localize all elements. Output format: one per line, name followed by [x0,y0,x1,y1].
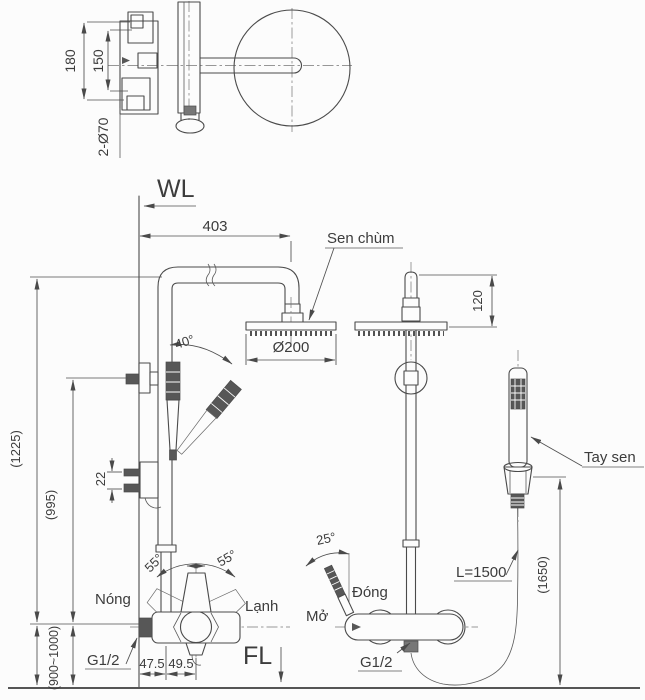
mixer-body-top [119,20,159,115]
close-label: Đóng [352,584,388,601]
cold-handle-top [121,77,151,111]
dim-22: 22 [93,472,108,486]
wall-flange [394,361,428,395]
arm-top [199,57,302,74]
pipe-joint [402,539,420,548]
column-nut [183,105,197,116]
inlet-pipe-bottom [123,483,141,493]
handle-front [180,572,212,613]
flow-marker [122,57,130,64]
head-nut [284,303,301,314]
hose-connector [510,493,525,509]
mixer-front: 55° 55° Nóng Lạnh G1/2 [85,547,290,670]
shower-hose [410,507,519,686]
break-symbol [205,263,217,287]
wall-anchor [125,373,140,385]
front-view: WL FL 403 Ø200 [8,175,640,690]
angle-25: 25° [315,529,337,548]
dim-2-d70: 2-Ø70 [95,117,111,156]
angle-55-left: 55° [142,551,167,576]
dim-47-5: 47.5 [139,656,164,671]
column-top [177,1,201,114]
hand-shower-front-tilted [176,379,242,455]
hand-shower-front [165,361,242,461]
thread-label-front: G1/2 [87,652,120,669]
hand-shower-side [503,350,533,522]
escutcheon [175,118,205,134]
pole-joint [155,544,177,553]
pipe-nut-2 [401,306,421,322]
hot-label: Nóng [95,591,131,608]
hot-handle-top [127,11,154,44]
dim-403: 403 [202,218,227,235]
top-view: 180 150 2-Ø70 [62,1,352,158]
lever-side [323,564,355,617]
inlet-pipe-top [123,468,141,477]
hand-shower-grip [510,378,526,410]
mixer-side: 25° Đóng Mở G1/2 [305,529,478,672]
mixer-body-side [344,613,464,641]
open-label: Mở [306,608,328,625]
hand-shower-callout: Tay sen [584,449,636,466]
side-view: 120 Sen chùm 25° Đóng Mở G1/2 [305,230,644,686]
thread-label-side: G1/2 [360,654,393,671]
head-top [233,9,351,127]
hose-stub-front [185,642,207,656]
inlet-bracket [139,461,159,499]
inlet-connector [138,617,153,638]
dim-900-1000: (900~1000) [47,626,61,690]
floor-line-label: FL [243,642,272,670]
dim-49-5: 49.5 [168,656,193,671]
hose-length-label: L=1500 [456,564,506,581]
holder-cup [503,466,533,495]
dim-1225: (1225) [8,430,23,468]
cold-label: Lạnh [245,598,278,615]
mixer-body-front [151,611,241,644]
dim-150: 150 [90,49,106,73]
shower-head-side [354,321,448,331]
head-callout: Sen chùm [327,230,395,247]
diverter-top [137,52,158,69]
dim-1650: (1650) [535,556,550,594]
dim-180: 180 [62,49,78,73]
pipe-nut-1 [402,297,420,308]
flow-marker-side [352,623,361,631]
shower-head-front [245,321,337,331]
slide-bracket [138,362,151,394]
dim-d200: Ø200 [273,339,310,356]
dim-995: (995) [43,490,58,520]
hot-handle-detail [130,14,144,29]
angle-40: 40° [173,332,196,352]
dim-120: 120 [470,290,485,312]
cold-handle-detail [126,95,145,111]
angle-55-right: 55° [214,547,239,570]
wall-line-label: WL [157,175,195,203]
